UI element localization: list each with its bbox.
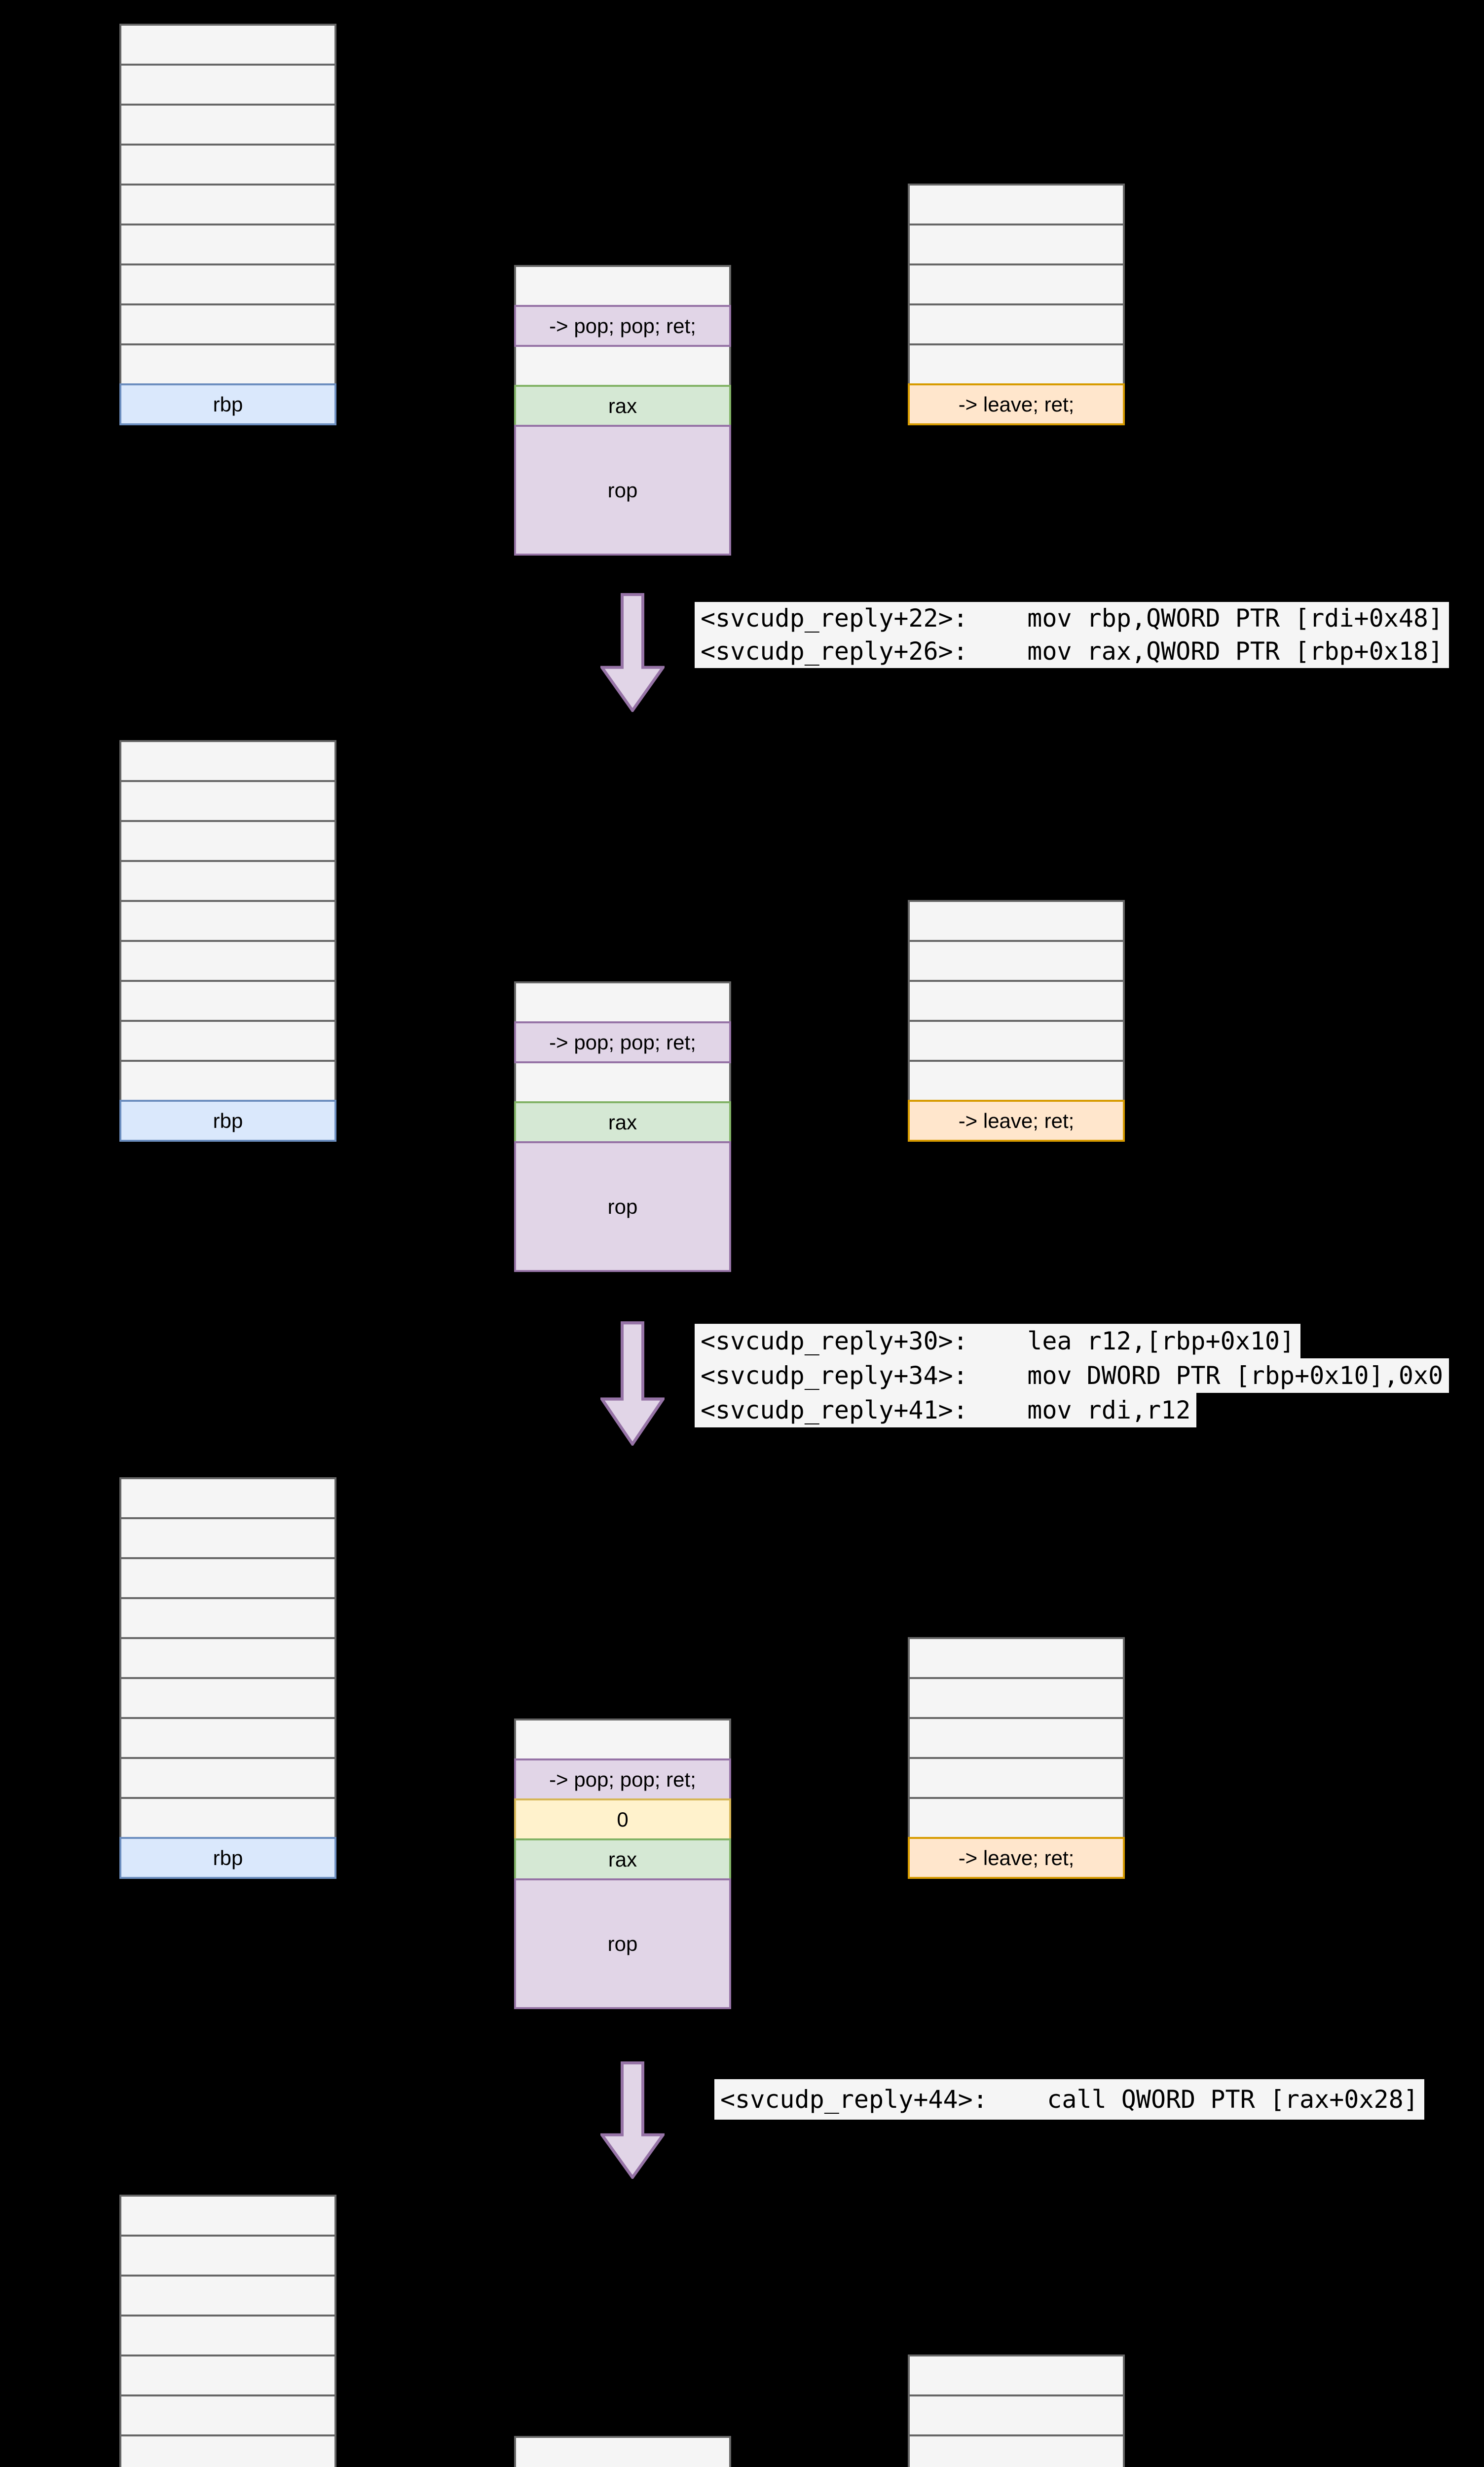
- stack-cell: [119, 1557, 336, 1599]
- right-stack-table-stage-1: -> leave; ret;: [908, 184, 1125, 425]
- stack-cell: [119, 64, 336, 106]
- stack-cell: [119, 2355, 336, 2396]
- rax-cell: rax: [514, 1101, 731, 1143]
- stack-cell: [119, 2315, 336, 2356]
- right-stack-table-stage-2: -> leave; ret;: [908, 900, 1125, 1142]
- rax-cell: rax: [514, 385, 731, 427]
- stack-cell: [514, 2436, 731, 2467]
- left-stack-table-stage-1: rbp: [119, 24, 336, 425]
- stack-cell: [119, 860, 336, 902]
- stack-cell: [119, 780, 336, 822]
- stack-cell: [119, 343, 336, 385]
- stack-cell: [514, 265, 731, 307]
- stack-cell: [908, 1717, 1125, 1759]
- stack-cell: [119, 2394, 336, 2436]
- stack-cell: [119, 2275, 336, 2317]
- stack-cell: [119, 303, 336, 345]
- stack-cell: [514, 1061, 731, 1103]
- stack-cell: [119, 1717, 336, 1759]
- stack-cell: [119, 1020, 336, 1062]
- rop-block: rop: [514, 1878, 731, 2009]
- stack-cell: [908, 303, 1125, 345]
- stack-cell: [119, 2195, 336, 2237]
- stack-cell: [119, 820, 336, 862]
- stack-cell: [119, 24, 336, 66]
- stack-cell: [908, 184, 1125, 225]
- down-arrow-icon: [600, 593, 665, 712]
- rbp-cell: rbp: [119, 1100, 336, 1142]
- right-stack-table-stage-4: -> leave; ret;: [908, 2355, 1125, 2467]
- rbp-cell: rbp: [119, 383, 336, 425]
- asm-instruction-line: <svcudp_reply+44>: call QWORD PTR [rax+0…: [714, 2079, 1424, 2120]
- zero-cell: 0: [514, 1798, 731, 1840]
- asm-instruction-line: <svcudp_reply+22>: mov rbp,QWORD PTR [rd…: [695, 602, 1449, 635]
- stack-cell: [119, 184, 336, 225]
- leave-gadget-cell: -> leave; ret;: [908, 383, 1125, 425]
- stack-cell: [119, 1597, 336, 1639]
- stack-cell: [119, 1757, 336, 1799]
- rbp-cell: rbp: [119, 1837, 336, 1879]
- stack-cell: [119, 263, 336, 305]
- stack-cell: [119, 1060, 336, 1102]
- stack-cell: [119, 2235, 336, 2277]
- stack-cell: [119, 144, 336, 186]
- stack-cell: [908, 1020, 1125, 1062]
- asm-code-block: <svcudp_reply+44>: call QWORD PTR [rax+0…: [714, 2079, 1424, 2120]
- leave-gadget-cell: -> leave; ret;: [908, 1100, 1125, 1142]
- left-stack-table-stage-3: rbp: [119, 1477, 336, 1879]
- stack-cell: [119, 900, 336, 942]
- stack-cell: [514, 1719, 731, 1760]
- stack-cell: [908, 343, 1125, 385]
- stack-cell: [908, 2394, 1125, 2436]
- stack-cell: [119, 1477, 336, 1519]
- stack-cell: [119, 740, 336, 782]
- stack-cell: [908, 1637, 1125, 1679]
- stack-cell: [908, 2434, 1125, 2467]
- stack-cell: [119, 1517, 336, 1559]
- asm-instruction-line: <svcudp_reply+30>: lea r12,[rbp+0x10]: [695, 1324, 1301, 1358]
- down-arrow-icon: [600, 1321, 665, 1446]
- stack-cell: [119, 224, 336, 265]
- down-arrow-icon: [600, 2061, 665, 2179]
- stack-cell: [514, 345, 731, 387]
- left-stack-table-stage-2: rbp: [119, 740, 336, 1142]
- leave-gadget-cell: -> leave; ret;: [908, 1837, 1125, 1879]
- stack-cell: [908, 980, 1125, 1022]
- stack-cell: [908, 263, 1125, 305]
- rop-block: rop: [514, 425, 731, 556]
- stack-cell: [119, 980, 336, 1022]
- pop-gadget-cell: -> pop; pop; ret;: [514, 1021, 731, 1063]
- stack-cell: [119, 104, 336, 146]
- asm-instruction-line: <svcudp_reply+26>: mov rax,QWORD PTR [rb…: [695, 635, 1449, 668]
- stack-cell: [908, 1757, 1125, 1799]
- stack-cell: [908, 1797, 1125, 1839]
- stack-cell: [119, 1637, 336, 1679]
- stack-cell: [908, 2355, 1125, 2396]
- asm-code-block: <svcudp_reply+22>: mov rbp,QWORD PTR [rd…: [695, 602, 1449, 668]
- stack-cell: [119, 940, 336, 982]
- left-stack-table-stage-4: rbp: [119, 2195, 336, 2467]
- pop-gadget-cell: -> pop; pop; ret;: [514, 1758, 731, 1800]
- rax-cell: rax: [514, 1838, 731, 1880]
- stack-cell: [908, 940, 1125, 982]
- stack-cell: [908, 1060, 1125, 1102]
- asm-instruction-line: <svcudp_reply+41>: mov rdi,r12: [695, 1393, 1197, 1427]
- stack-cell: [514, 981, 731, 1023]
- stack-cell: [908, 900, 1125, 942]
- stack-cell: [908, 224, 1125, 265]
- stack-cell: [908, 1677, 1125, 1719]
- stack-cell: [119, 1797, 336, 1839]
- asm-instruction-line: <svcudp_reply+34>: mov DWORD PTR [rbp+0x…: [695, 1358, 1449, 1393]
- rop-block: rop: [514, 1141, 731, 1272]
- stack-cell: [119, 2434, 336, 2467]
- pop-gadget-cell: -> pop; pop; ret;: [514, 305, 731, 347]
- asm-code-block: <svcudp_reply+30>: lea r12,[rbp+0x10]<sv…: [695, 1324, 1449, 1427]
- right-stack-table-stage-3: -> leave; ret;: [908, 1637, 1125, 1879]
- stack-cell: [119, 1677, 336, 1719]
